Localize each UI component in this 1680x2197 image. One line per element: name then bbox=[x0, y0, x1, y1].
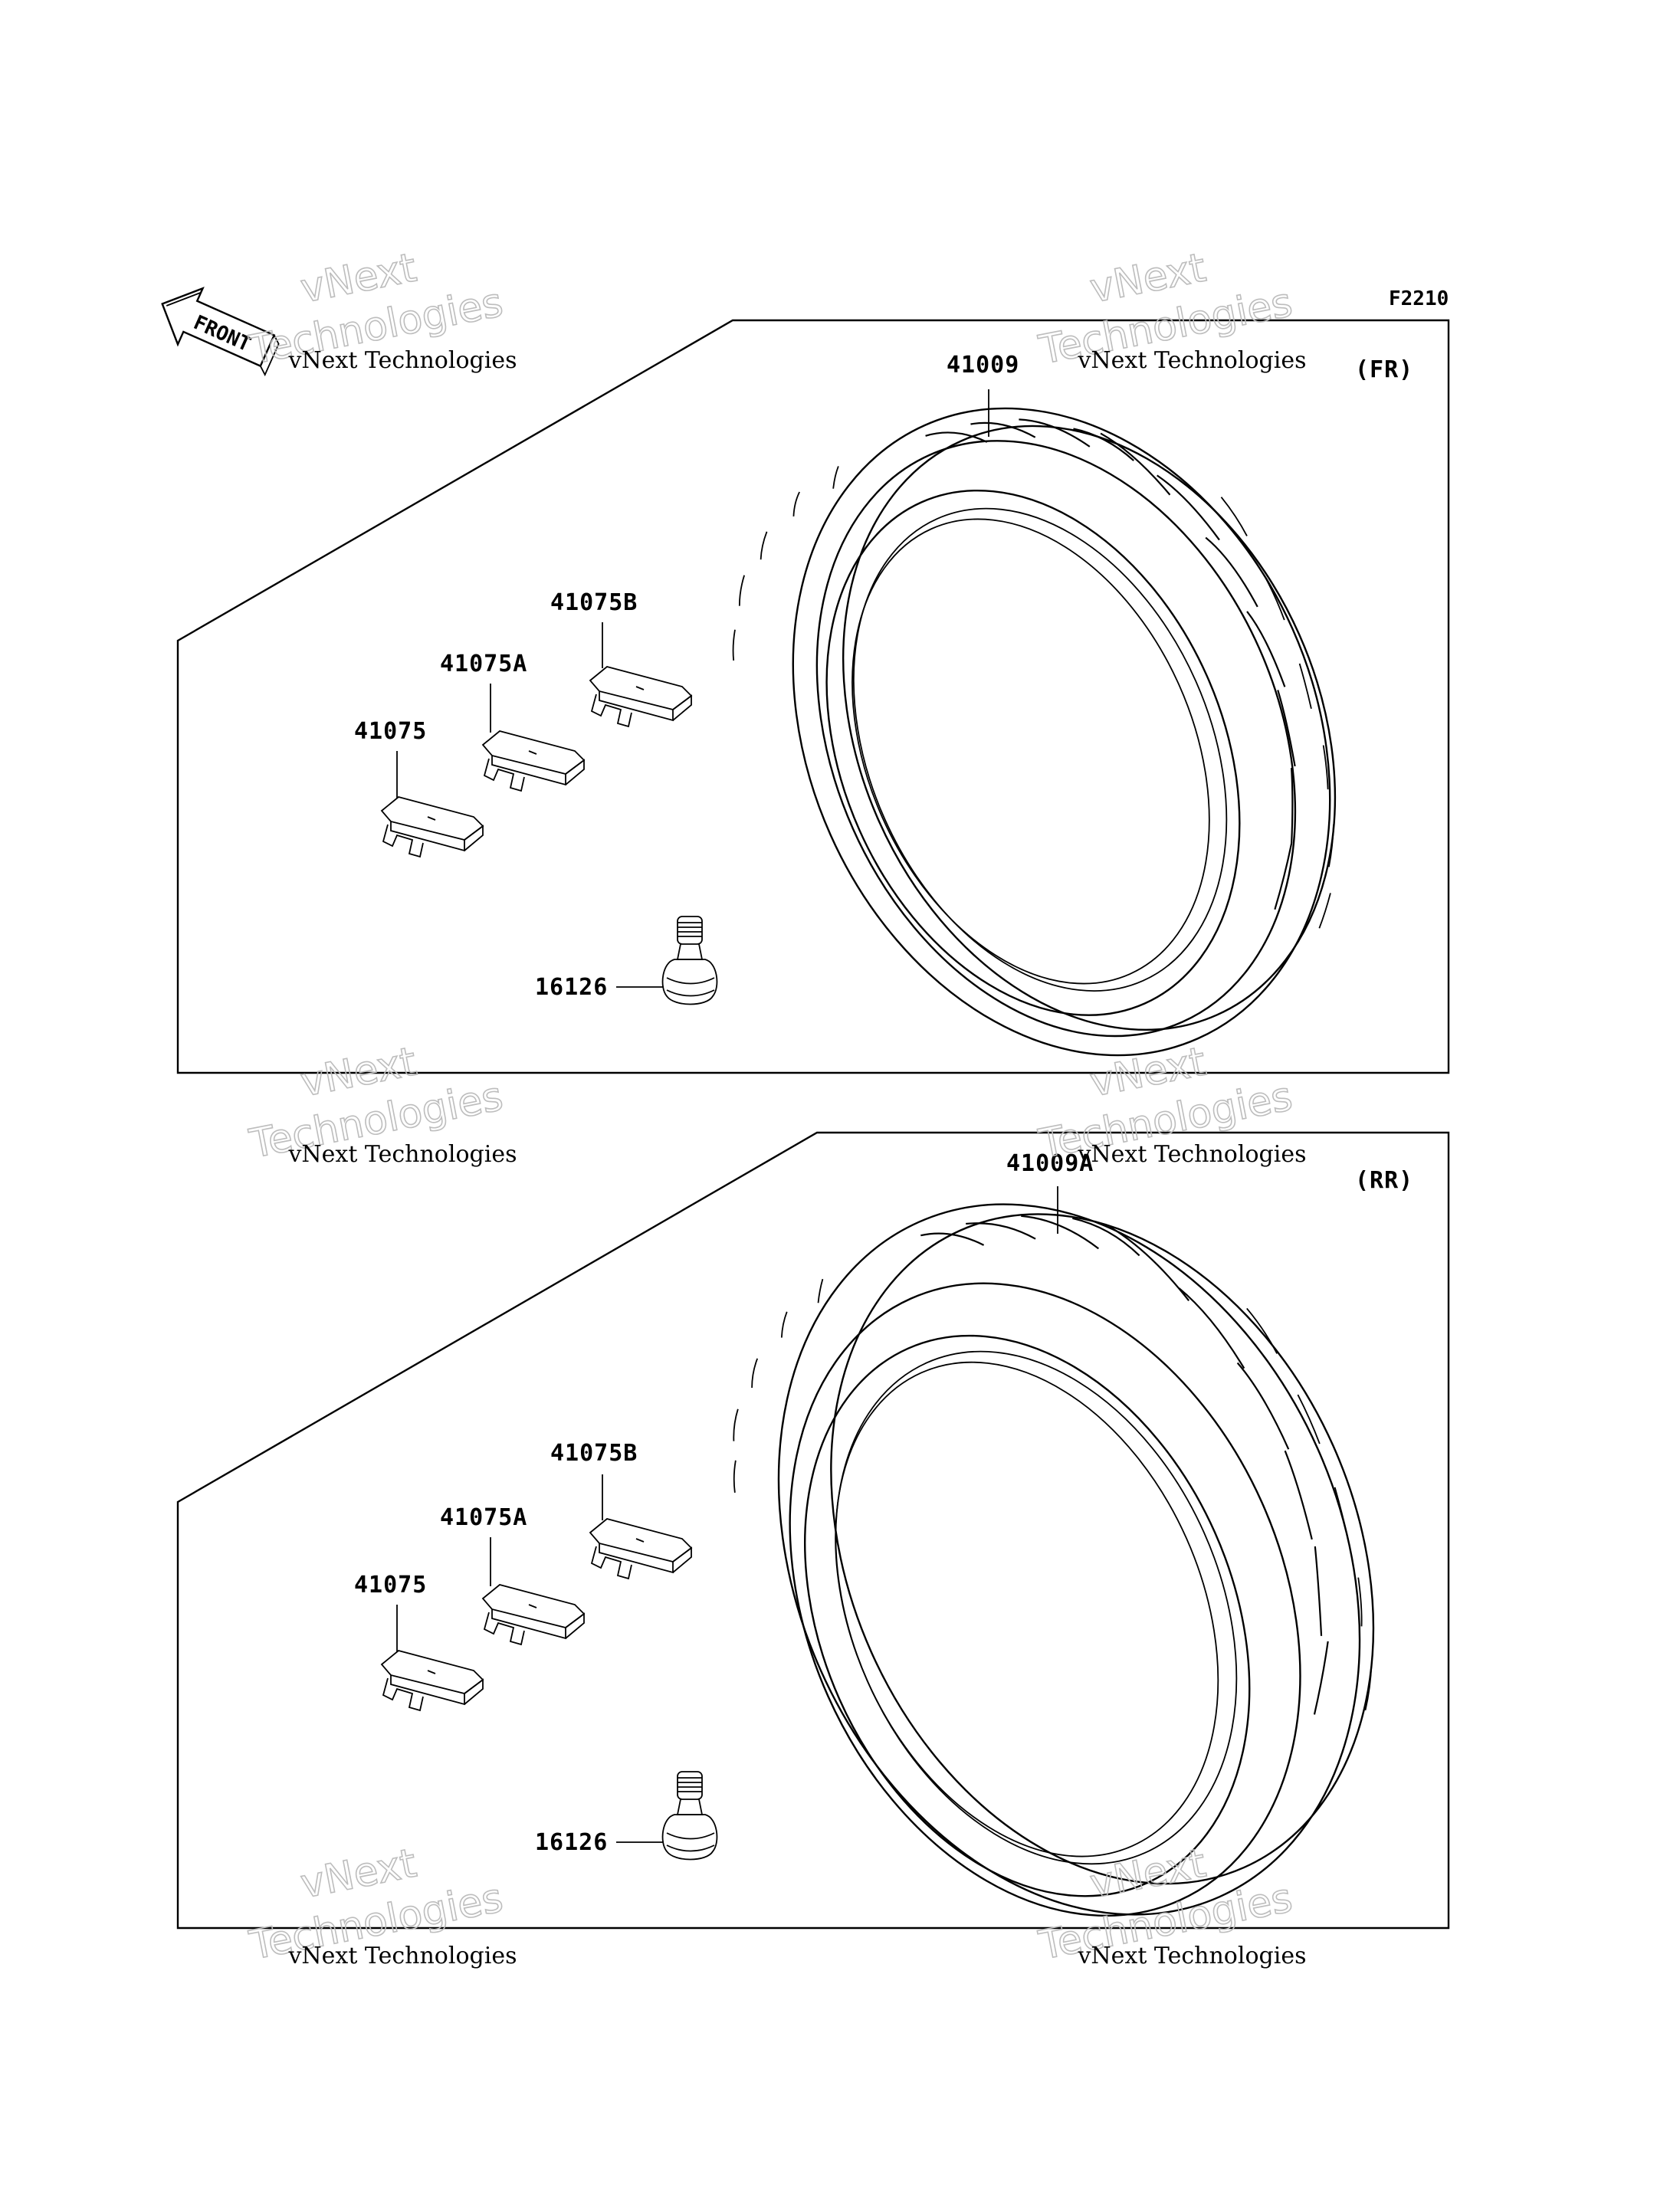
front-weight-41075b-label: 41075B bbox=[550, 589, 638, 616]
rear-tire-drawing bbox=[733, 1203, 1375, 1917]
front-position-tag: (FR) bbox=[1355, 356, 1413, 383]
watermark-top-right: vNext Technologies vNext Technologies bbox=[1035, 244, 1307, 375]
rear-weight-41075a-label: 41075A bbox=[440, 1504, 527, 1531]
svg-text:vNext Technologies: vNext Technologies bbox=[1077, 1141, 1306, 1168]
front-valve-label: 16126 bbox=[535, 974, 608, 1001]
svg-text:vNext Technologies: vNext Technologies bbox=[287, 1141, 517, 1168]
svg-text:vNext Technologies: vNext Technologies bbox=[1077, 1943, 1306, 1969]
rear-weight-41075b-drawing bbox=[589, 1518, 692, 1579]
rear-position-tag: (RR) bbox=[1355, 1167, 1413, 1194]
rear-weight-41075a-drawing bbox=[482, 1584, 585, 1645]
front-weight-41075b-drawing bbox=[589, 666, 692, 727]
watermark-top-left: vNext Technologies vNext Technologies bbox=[245, 244, 517, 375]
rear-valve-drawing bbox=[661, 1771, 718, 1861]
svg-text:vNext Technologies: vNext Technologies bbox=[287, 347, 517, 374]
svg-text:vNext Technologies: vNext Technologies bbox=[1077, 347, 1306, 374]
rear-valve-label: 16126 bbox=[535, 1829, 608, 1856]
rear-weight-41075b-label: 41075B bbox=[550, 1440, 638, 1467]
svg-text:vNext Technologies: vNext Technologies bbox=[287, 1943, 517, 1969]
front-weight-41075-label: 41075 bbox=[354, 718, 427, 745]
front-panel: 41009 (FR) 41075 41075A 41075B 16126 bbox=[176, 319, 1450, 1074]
front-weight-41075a-drawing bbox=[482, 730, 585, 792]
rear-panel: 41009A (RR) 41075 41075A 41075B 16126 bbox=[176, 1131, 1450, 1930]
watermark-bottom-left: vNext Technologies vNext Technologies bbox=[245, 1840, 517, 1970]
front-tire-part-number: 41009 bbox=[947, 352, 1019, 379]
front-weight-41075a-label: 41075A bbox=[440, 651, 527, 677]
front-valve-drawing bbox=[661, 916, 718, 1005]
figure-code: F2210 bbox=[1389, 287, 1449, 310]
watermark-mid-left: vNext Technologies vNext Technologies bbox=[245, 1038, 517, 1169]
front-weight-41075-drawing bbox=[381, 796, 484, 857]
front-tire-drawing bbox=[732, 407, 1337, 1057]
watermark-bottom-right: vNext Technologies vNext Technologies bbox=[1035, 1840, 1307, 1970]
rear-panel-border bbox=[176, 1131, 1450, 1930]
rear-weight-41075-drawing bbox=[381, 1650, 484, 1711]
front-panel-border bbox=[176, 319, 1450, 1074]
watermark-mid-right: vNext Technologies vNext Technologies bbox=[1035, 1038, 1307, 1169]
rear-tire-part-number: 41009A bbox=[1006, 1150, 1094, 1177]
rear-weight-41075-label: 41075 bbox=[354, 1572, 427, 1599]
